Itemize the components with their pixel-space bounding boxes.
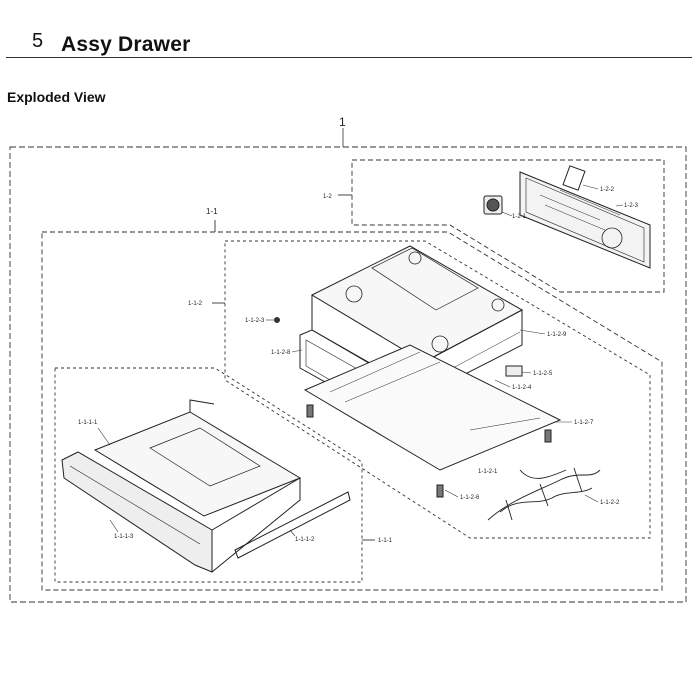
label-1-1-2-7: 1-1-2-7 <box>574 420 594 426</box>
label-1: 1 <box>339 115 346 129</box>
label-1-1: 1-1 <box>206 207 218 216</box>
label-1-1-2-3: 1-1-2-3 <box>245 318 265 324</box>
leader-lines <box>97 184 624 537</box>
label-1-1-1-1: 1-1-1-1 <box>78 420 98 426</box>
control-board-part <box>519 165 651 269</box>
label-1-1-2-6: 1-1-2-6 <box>460 495 480 501</box>
label-1-2-2: 1-2-2 <box>600 187 615 193</box>
part-labels: 1 1-1 1-2 1-2-1 1-2-2 1-2-3 1-1-2 1-1-2-… <box>78 115 639 544</box>
sensor-part <box>505 365 523 377</box>
wire-harness-part <box>487 467 601 521</box>
screw-part <box>274 317 280 323</box>
assembly-1-1-2-boundary <box>224 240 651 539</box>
assembly-1-boundary <box>9 146 687 603</box>
label-1-1-1: 1-1-1 <box>378 538 393 544</box>
title-rule <box>6 57 692 58</box>
assembly-1-2-boundary <box>351 159 665 293</box>
label-1-1-2-9: 1-1-2-9 <box>547 332 567 338</box>
section-title: Assy Drawer <box>61 33 191 56</box>
section-number: 5 <box>32 30 44 52</box>
label-1-1-2-4: 1-1-2-4 <box>512 385 532 391</box>
label-1-1-1-3: 1-1-1-3 <box>114 534 134 540</box>
assembly-1-1-1-boundary <box>54 367 363 583</box>
label-1-1-2-2: 1-1-2-2 <box>600 500 620 506</box>
label-1-2-3: 1-2-3 <box>624 203 639 209</box>
leveling-feet-part <box>306 404 552 498</box>
label-1-1-2: 1-1-2 <box>188 301 203 307</box>
label-1-1-2-1: 1-1-2-1 <box>478 469 498 475</box>
subheading: Exploded View <box>7 89 106 105</box>
drawer-housing-part <box>310 245 524 396</box>
slide-rail-part <box>234 491 351 559</box>
label-1-1-1-2: 1-1-1-2 <box>295 537 315 543</box>
label-1-1-2-5: 1-1-2-5 <box>533 371 553 377</box>
encoder-knob-part <box>483 195 503 215</box>
label-1-1-2-8: 1-1-2-8 <box>271 350 291 356</box>
drawer-part <box>61 399 302 573</box>
label-1-2-1: 1-2-1 <box>512 214 527 220</box>
label-1-2: 1-2 <box>323 194 332 200</box>
base-plate-part <box>303 344 562 471</box>
